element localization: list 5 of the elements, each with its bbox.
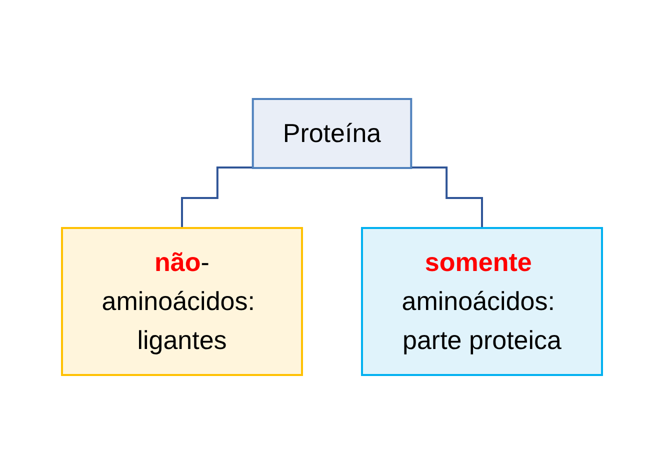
node-box: somente aminoácidos: parte proteica bbox=[360, 227, 602, 376]
node-box: Proteína bbox=[251, 98, 412, 169]
connector bbox=[410, 166, 482, 229]
node-box: não-aminoácidos: ligantes bbox=[60, 227, 302, 376]
connector bbox=[180, 166, 252, 229]
